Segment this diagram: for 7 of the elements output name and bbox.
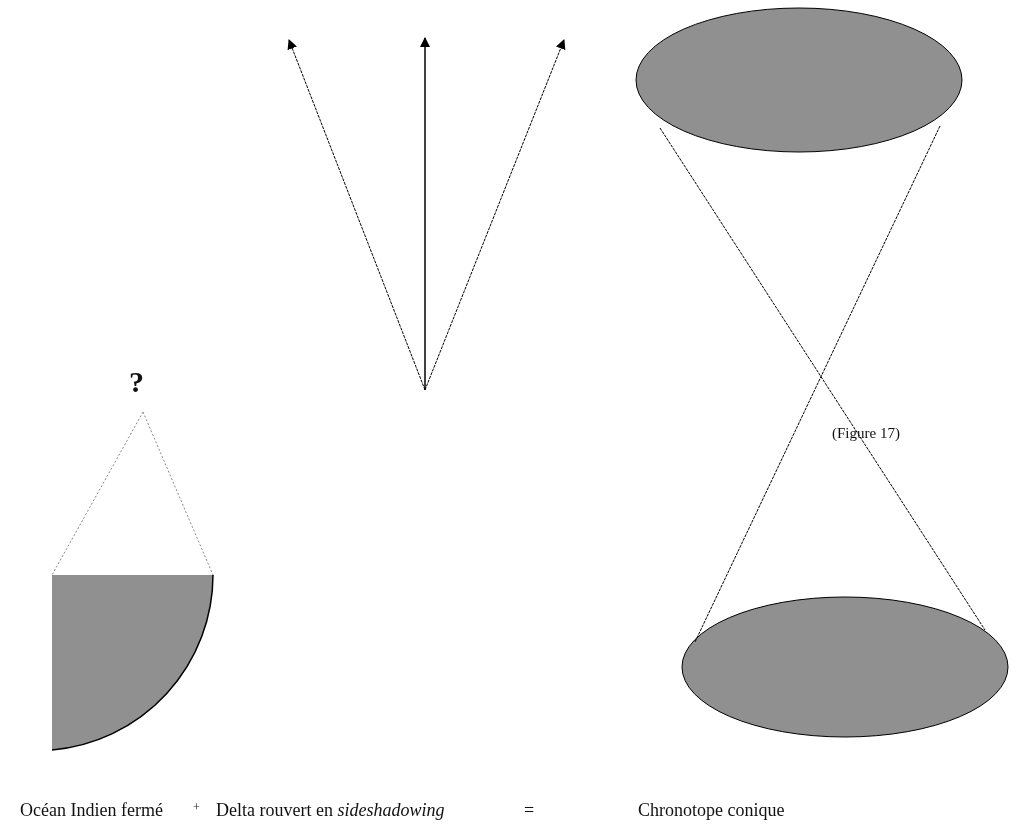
equals-sign: = — [524, 800, 535, 821]
question-mark: ? — [129, 365, 144, 399]
figure-label: (Figure 17) — [832, 425, 900, 442]
caption-text: Océan Indien fermé — [20, 800, 163, 821]
caption-text: Chronotope conique — [638, 800, 785, 821]
caption-text: Delta rouvert en sideshadowing — [216, 800, 445, 821]
plus-sign: + — [193, 800, 200, 815]
